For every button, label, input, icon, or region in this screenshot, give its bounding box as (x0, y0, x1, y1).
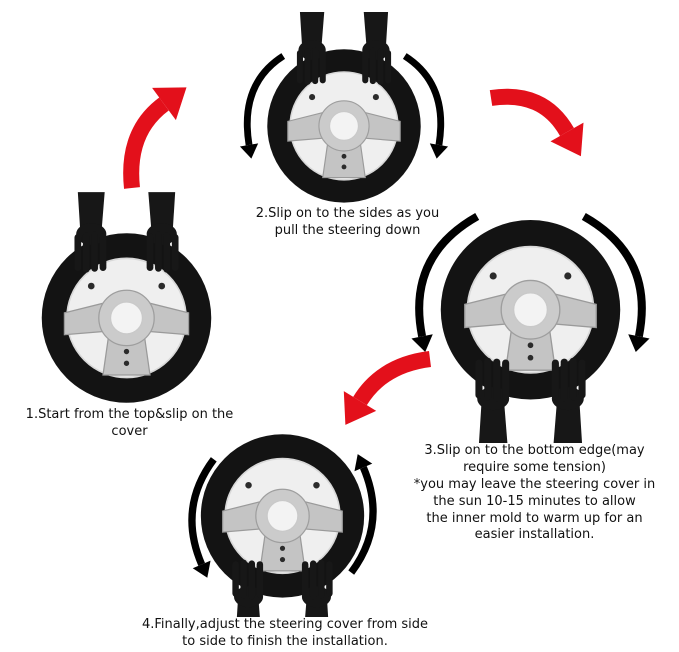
step-3-caption: 3.Slip on to the bottom edge(may require… (413, 443, 656, 543)
steering-wheel-icon (200, 433, 365, 599)
step-3-figure (411, 212, 650, 443)
step-1-figure (40, 192, 213, 404)
flow-arrow-step3-to-step4-icon (343, 351, 432, 425)
flow-arrow-step2-to-step3-icon (489, 88, 584, 157)
step-2-figure (239, 12, 449, 204)
rotation-arrows-icon (188, 454, 377, 578)
step-4-caption: 4.Finally,adjust the steering cover from… (141, 617, 429, 649)
steering-wheel-icon (40, 232, 213, 404)
step-4-figure (188, 433, 377, 617)
steering-wheel-icon (266, 48, 422, 204)
flow-arrow-step1-to-step2-icon (123, 87, 187, 189)
step-1-caption: 1.Start from the top&slip on the cover (25, 407, 234, 439)
step-2-caption: 2.Slip on to the sides as you pull the s… (255, 206, 440, 238)
steering-wheel-icon (439, 219, 622, 401)
rotation-arrows-icon (239, 53, 449, 159)
rotation-arrows-icon (411, 212, 650, 353)
